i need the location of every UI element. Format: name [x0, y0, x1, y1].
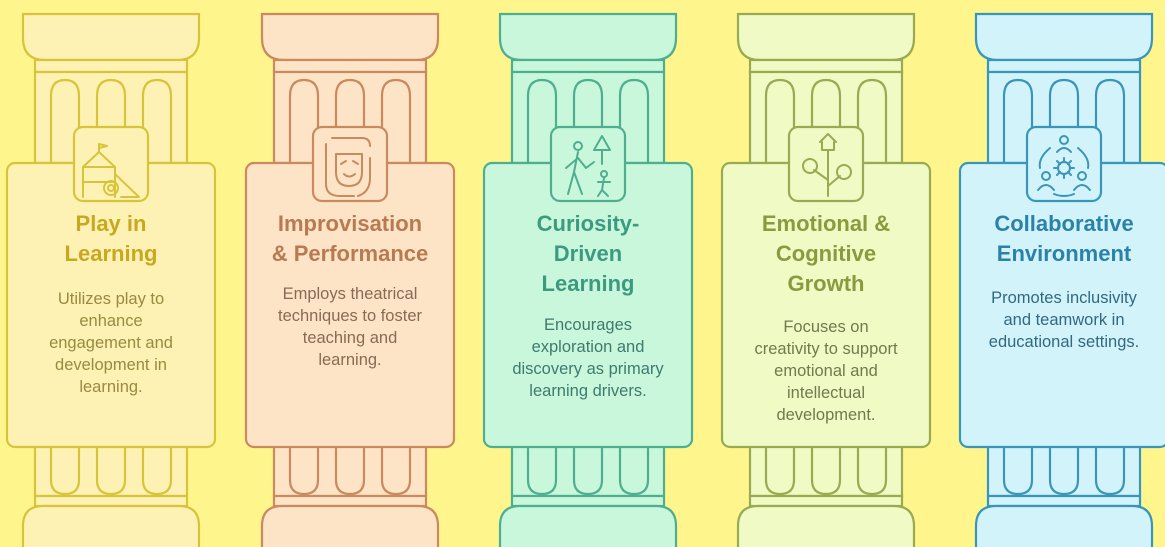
pillar-graphic: [482, 12, 694, 547]
pillar-capital: [260, 12, 440, 62]
pillar-title: Collaborative Environment: [994, 211, 1134, 266]
growth-icon: [802, 133, 852, 197]
pillar-base: [21, 504, 201, 547]
pillar-description: Utilizes play to enhance engagement and …: [49, 290, 173, 396]
pillar-graphic: [720, 12, 932, 547]
explorer-icon: [565, 135, 611, 197]
pillar-collaborative: Collaborative Environment Promotes inclu…: [960, 163, 1165, 447]
pillar-graphic: [5, 12, 217, 547]
pillar-capital: [974, 12, 1154, 62]
pillar-improvisation: Improvisation & Performance Employs thea…: [246, 163, 454, 447]
pillar-title: Emotional & Cognitive Growth: [761, 211, 891, 296]
pillar-capital: [736, 12, 916, 62]
pillar-description: Employs theatrical techniques to foster …: [277, 285, 422, 369]
icon-frame: [1025, 125, 1103, 203]
pillar-graphic: [244, 12, 456, 547]
pillar-title: Curiosity- Driven Learning: [536, 211, 640, 296]
pillar-base: [498, 504, 678, 547]
pillar-emotional: Emotional & Cognitive Growth Focuses on …: [722, 163, 930, 447]
pillar-base: [974, 504, 1154, 547]
team-collaboration-icon: [1037, 135, 1091, 197]
icon-frame: [787, 125, 865, 203]
pillar-capital: [498, 12, 678, 62]
icon-frame: [311, 125, 389, 203]
pillar-base: [260, 504, 440, 547]
pillar-description: Promotes inclusivity and teamwork in edu…: [988, 289, 1140, 351]
theater-mask-icon: [325, 137, 371, 197]
pillar-title: Play in Learning: [64, 211, 158, 266]
pillar-title: Improvisation & Performance: [271, 211, 429, 266]
pillar-description: Encourages exploration and discovery as …: [512, 316, 664, 400]
playground-icon: [82, 143, 140, 198]
pillar-curiosity: Curiosity- Driven Learning Encourages ex…: [484, 163, 692, 447]
pillar-capital: [21, 12, 201, 62]
pillar-play: Play in Learning Utilizes play to enhanc…: [7, 163, 215, 447]
pillar-description: Focuses on creativity to support emotion…: [754, 318, 898, 424]
pillar-graphic: [958, 12, 1165, 547]
pillar-base: [736, 504, 916, 547]
